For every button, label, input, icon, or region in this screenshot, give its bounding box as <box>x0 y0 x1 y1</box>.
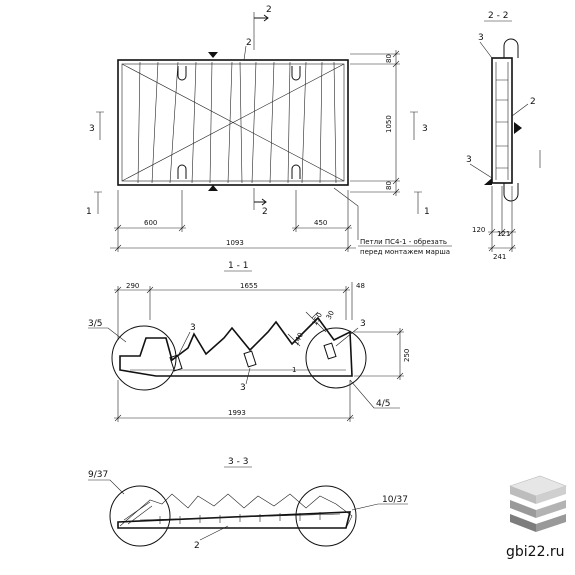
plan-right-dimension-line <box>350 50 400 196</box>
embedded-part-c <box>323 342 337 360</box>
section-2-2-dim-241: 241 <box>493 253 506 261</box>
section-3-3-rebar <box>123 501 341 525</box>
callout-3-5-leader <box>88 327 127 343</box>
callout-4-5-leader <box>349 379 400 409</box>
section-2-arrow-top <box>254 14 269 22</box>
section-1-1-dim-1655: 1655 <box>240 282 258 290</box>
section-2-2-mark-2: 2 <box>530 97 536 107</box>
leader-2 <box>243 45 247 61</box>
section-2-2-inner-bars <box>495 62 509 180</box>
watermark-text: gbi22.ru <box>506 544 565 560</box>
triangle-bottom-marker <box>208 185 218 191</box>
section-2-label-bottom: 2 <box>262 207 268 217</box>
embedded-part-b <box>243 350 257 368</box>
stacked-slabs-icon <box>509 475 567 532</box>
section-2-2-leader-2 <box>511 103 529 117</box>
section-2-2-dim-120: 120 <box>472 226 485 234</box>
section-2-2-triangle-marker <box>514 122 522 134</box>
section-3-3-mark-2: 2 <box>194 541 200 551</box>
plan-note-line-1: Петли ПС4-1 - обрезать <box>360 238 447 246</box>
triangle-top-marker <box>208 52 218 58</box>
section-1-1-stair-profile <box>119 316 353 377</box>
section-1-1-leader-3-a <box>177 331 191 357</box>
section-1-1-bottom-dimension <box>114 380 354 422</box>
note-leader <box>333 187 359 240</box>
section-1-1-top-dimension-lines <box>114 282 353 340</box>
section-1-1-dim-48: 48 <box>356 282 365 290</box>
detail-circle-3-5 <box>111 325 177 391</box>
section-2-arrow-bottom <box>254 198 267 206</box>
section-2-2-mark-3-top: 3 <box>478 33 484 43</box>
section-2-2-loop-top <box>503 38 519 58</box>
plan-note-line-2: перед монтажем марша <box>360 248 450 256</box>
section-3-3: 3 - 3 9/37 10/37 2 <box>88 457 408 551</box>
section-2-2-leader-3-bottom <box>469 163 493 179</box>
leader-2-label: 2 <box>246 38 252 48</box>
section-1-1-dim-250: 250 <box>403 349 411 362</box>
callout-9-37-leader <box>88 479 125 495</box>
section-1-1-slope-dimension <box>287 311 327 347</box>
plan-reinforcement-bars <box>137 61 337 184</box>
section-2-2-mark-3-bottom: 3 <box>466 155 472 165</box>
section-2-2-base-triangle <box>484 178 492 185</box>
section-2-2-dimension-lines <box>488 186 516 252</box>
watermark: gbi22.ru <box>506 475 567 560</box>
callout-10-37-leader <box>351 503 408 511</box>
plan-cross-diagonals <box>121 63 345 182</box>
plan-dim-height: 1050 <box>385 115 393 133</box>
plan-dim-bottom-right: 80 <box>385 181 393 190</box>
plan-dim-top-right: 80 <box>385 54 393 63</box>
section-1-1-dim-30: 30 <box>325 309 336 321</box>
plan-outline <box>117 59 349 186</box>
detail-circle-4-5 <box>305 327 367 389</box>
section-2-2-leader-3-top <box>479 41 493 59</box>
section-1-left-label: 1 <box>86 207 92 217</box>
plan-dim-left: 600 <box>144 219 157 227</box>
section-2-2-body <box>491 57 513 184</box>
plan-inner-outline <box>121 63 345 182</box>
section-3-right-marker <box>410 111 418 140</box>
section-2-2-dim-121: 121 <box>497 230 510 238</box>
section-1-right-marker <box>414 191 422 214</box>
section-3-right-label: 3 <box>422 124 428 134</box>
section-1-1-mark-3-a: 3 <box>190 323 196 333</box>
plan-lifting-loops <box>177 66 301 179</box>
plan-dim-right: 450 <box>314 219 327 227</box>
embedded-part-a <box>169 354 183 372</box>
section-2-label-top: 2 <box>266 5 272 15</box>
section-1-1-mark-3-c: 3 <box>360 319 366 329</box>
section-3-left-label: 3 <box>89 124 95 134</box>
section-1-1-dim-1993: 1993 <box>228 409 246 417</box>
section-3-3-slab <box>117 511 352 529</box>
plan-bottom-dimension-lines <box>110 190 356 252</box>
section-2-2: 2 - 2 3 2 3 120 121 241 <box>466 11 541 261</box>
callout-3-5-label: 3/5 <box>88 319 102 329</box>
section-2-2-loop-bottom <box>503 183 519 202</box>
plan-view: 2 2 2 3 3 1 1 80 1050 80 600 450 1093 Пе… <box>86 5 452 256</box>
section-1-1: 1 - 1 290 1655 48 140 150 30 250 1993 3/… <box>88 261 411 422</box>
section-3-3-stair-outline <box>119 493 353 529</box>
section-3-3-title: 3 - 3 <box>228 457 248 467</box>
callout-4-5-label: 4/5 <box>376 399 390 409</box>
section-1-1-dim-290: 290 <box>126 282 139 290</box>
section-3-3-leader-2 <box>199 525 229 541</box>
section-1-left-marker <box>94 191 102 214</box>
section-1-1-right-dimension <box>354 328 404 380</box>
section-1-1-title: 1 - 1 <box>228 261 248 271</box>
detail-circle-9-37 <box>109 485 171 547</box>
section-1-right-label: 1 <box>424 207 430 217</box>
section-1-1-mark-3-b: 3 <box>240 383 246 393</box>
section-2-2-title: 2 - 2 <box>488 11 508 21</box>
section-1-1-mark-1: 1 <box>292 366 296 374</box>
callout-9-37-label: 9/37 <box>88 470 108 480</box>
callout-10-37-label: 10/37 <box>382 495 408 505</box>
section-3-left-marker <box>96 111 104 140</box>
section-1-1-leader-3-b <box>245 367 251 385</box>
detail-circle-10-37 <box>295 485 357 547</box>
plan-dim-total: 1093 <box>226 239 244 247</box>
section-1-1-leader-3-c <box>335 327 359 347</box>
